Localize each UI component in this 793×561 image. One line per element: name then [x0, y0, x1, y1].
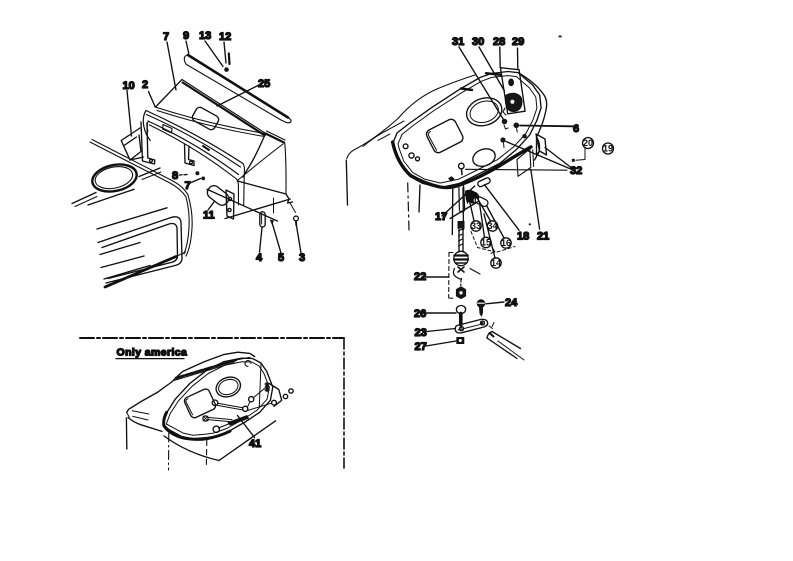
svg-text:21: 21 — [537, 231, 549, 243]
svg-text:10: 10 — [123, 80, 135, 92]
svg-text:28: 28 — [493, 36, 505, 48]
svg-text:9: 9 — [183, 30, 189, 42]
svg-text:Only america: Only america — [117, 347, 188, 359]
svg-text:12: 12 — [219, 31, 231, 43]
svg-text:32: 32 — [570, 165, 582, 177]
svg-text:25: 25 — [258, 78, 270, 90]
svg-text:7: 7 — [163, 31, 169, 43]
svg-text:17: 17 — [435, 211, 447, 223]
svg-text:3: 3 — [299, 252, 305, 264]
svg-text:20: 20 — [583, 138, 593, 148]
svg-text:8: 8 — [172, 170, 178, 182]
svg-text:41: 41 — [249, 438, 261, 450]
svg-text:22: 22 — [414, 271, 426, 283]
svg-text:18: 18 — [517, 231, 529, 243]
svg-text:29: 29 — [512, 36, 524, 48]
svg-text:19: 19 — [603, 144, 613, 154]
svg-text:14: 14 — [491, 258, 501, 268]
svg-text:11: 11 — [203, 210, 215, 222]
svg-text:5: 5 — [278, 252, 284, 264]
svg-text:30: 30 — [472, 36, 484, 48]
svg-text:2: 2 — [142, 79, 148, 91]
svg-text:23: 23 — [415, 327, 427, 339]
svg-text:34: 34 — [487, 221, 497, 231]
svg-text:15: 15 — [481, 238, 491, 248]
svg-text:24: 24 — [505, 297, 518, 309]
svg-text:31: 31 — [452, 36, 464, 48]
svg-text:6: 6 — [573, 123, 579, 135]
svg-text:4: 4 — [256, 252, 263, 264]
svg-text:16: 16 — [501, 238, 511, 248]
svg-text:33: 33 — [471, 221, 481, 231]
svg-text:13: 13 — [199, 30, 211, 42]
svg-text:27: 27 — [415, 341, 427, 353]
svg-text:26: 26 — [414, 308, 426, 320]
svg-text:7: 7 — [185, 180, 191, 192]
